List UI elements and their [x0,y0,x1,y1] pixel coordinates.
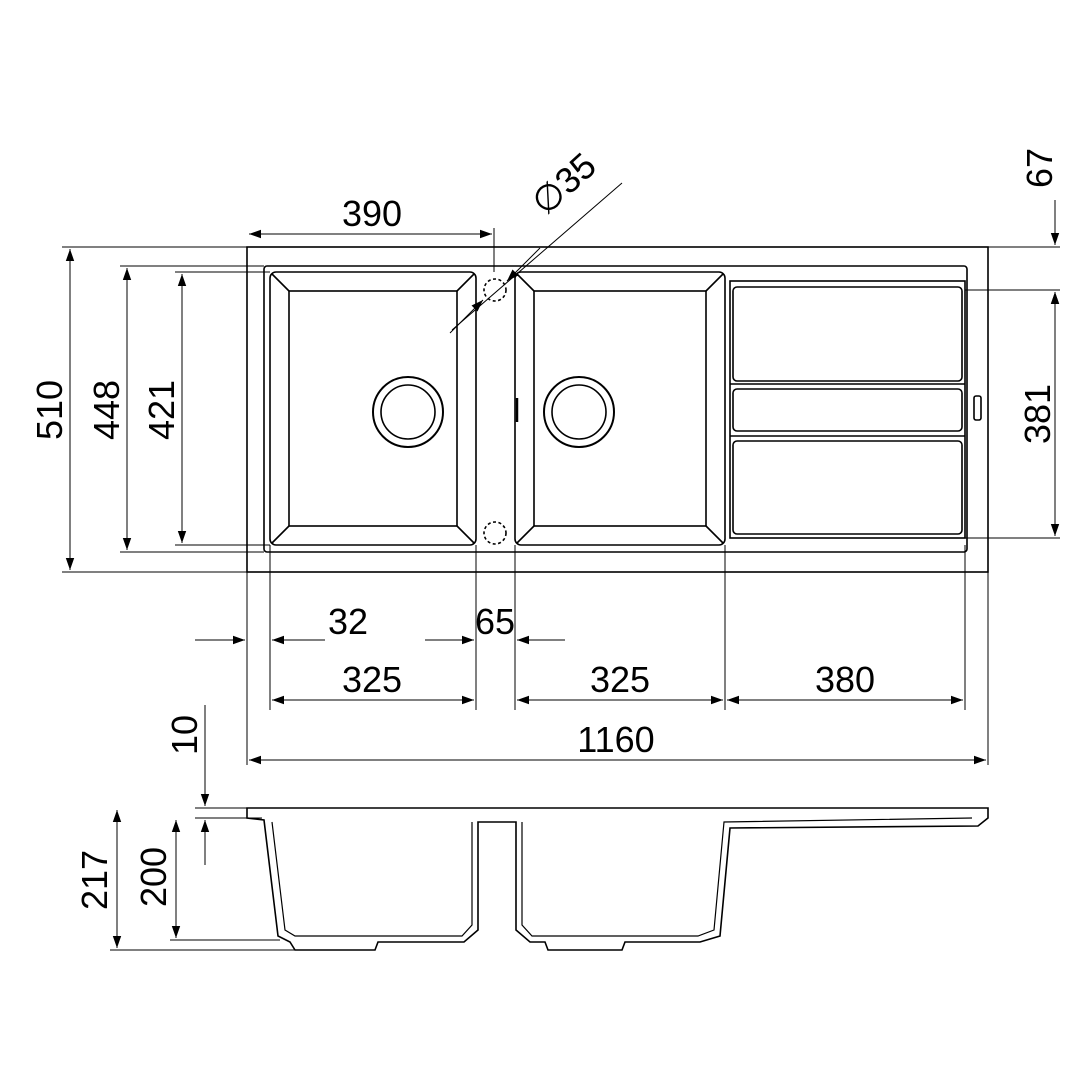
bowl-left [269,271,477,546]
dim-510: 510 [29,380,70,440]
extension-lines [62,182,1060,951]
dim-200: 200 [133,847,174,907]
dim-421: 421 [141,380,182,440]
dim-217: 217 [74,850,115,910]
sink-inner-rim [263,265,968,553]
dim-10: 10 [164,715,205,755]
top-view [246,246,989,573]
sink-outline [246,246,989,573]
dim-381: 381 [1017,384,1058,444]
drainer [729,280,982,539]
bowl-right [514,271,726,546]
dim-32: 32 [328,601,368,642]
dim-1160: 1160 [577,719,654,760]
dim-325-right: 325 [590,659,650,700]
tap-hole-top [483,278,507,302]
side-view [246,807,989,951]
dim-diameter-35: ∅35 [523,145,604,224]
dimension-labels: 390 ∅35 67 510 448 421 381 32 65 325 325… [29,145,1060,910]
drain-right [543,376,615,448]
side-profile-inner [271,817,973,937]
dim-448: 448 [86,380,127,440]
tap-hole-bottom [483,521,507,545]
dim-67: 67 [1019,148,1060,188]
dim-325-left: 325 [342,659,402,700]
dimension-lines [65,200,1060,948]
overflow-slot [973,395,982,421]
dim-390: 390 [342,193,402,234]
side-profile-outer [246,807,989,951]
dim-65: 65 [475,601,515,642]
drain-left [372,376,444,448]
dim-380: 380 [815,659,875,700]
